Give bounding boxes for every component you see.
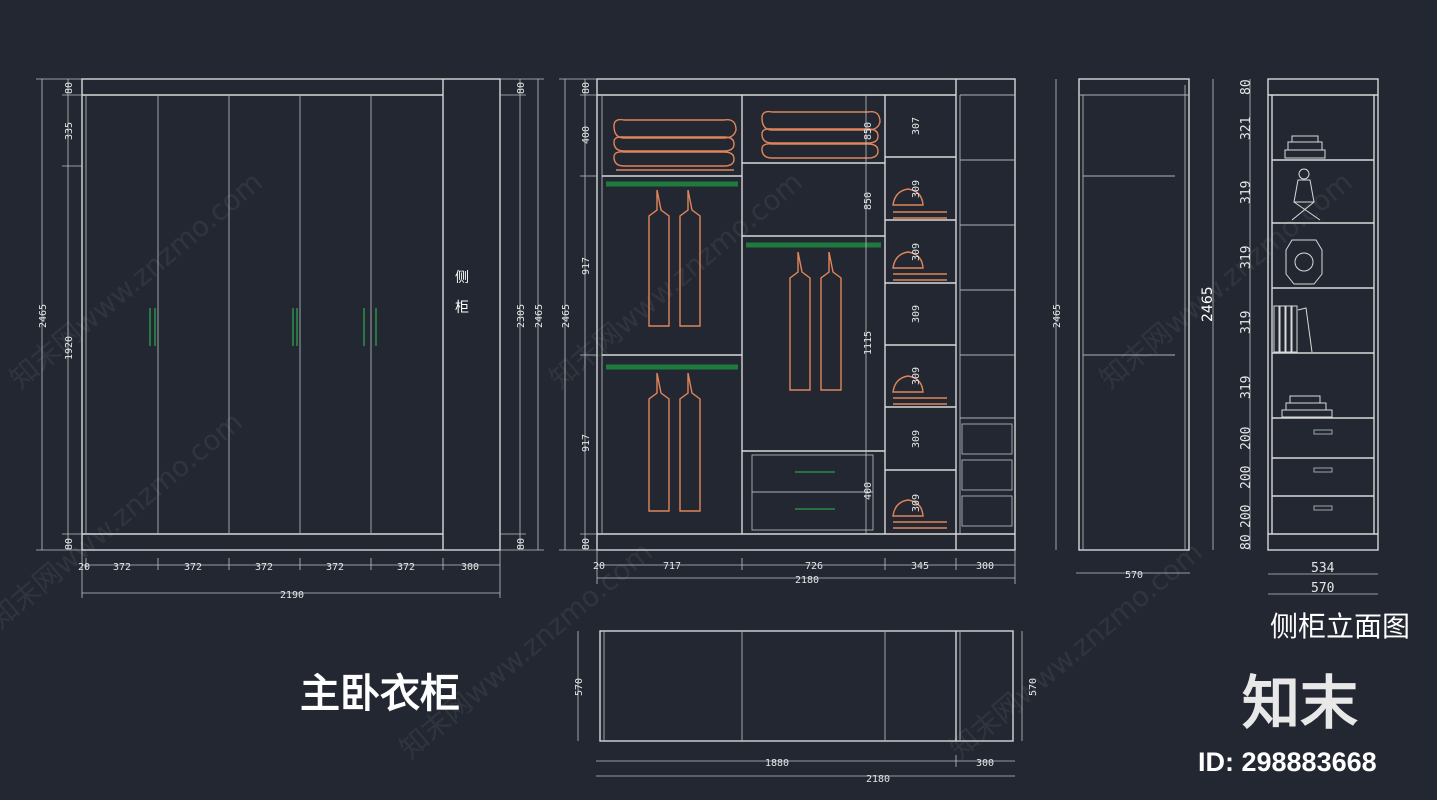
- books-icon: [1281, 395, 1333, 418]
- dim-label: 1115: [863, 331, 874, 355]
- dim-label: 20: [78, 562, 90, 573]
- dim-label: 80: [1239, 534, 1254, 550]
- dim-label: 200: [1239, 466, 1254, 489]
- brand-logo: 知末: [1242, 669, 1358, 737]
- watermark-text: 知末网www.znzmo.com: [0, 405, 249, 635]
- dim-label: 400: [581, 126, 592, 144]
- dim-label: 717: [663, 561, 681, 572]
- dim-label: 2465: [1052, 304, 1063, 328]
- main-title: 主卧衣柜: [300, 671, 460, 717]
- dim-label: 80: [516, 82, 527, 94]
- dim-label: 372: [184, 562, 202, 573]
- dim-label: 850: [863, 192, 874, 210]
- dim-label: 300: [976, 561, 994, 572]
- dim-label: 319: [1239, 311, 1254, 334]
- watermark-text: 知末网www.znzmo.com: [393, 535, 658, 765]
- dim-label: 570: [1028, 678, 1039, 696]
- image-id: ID: 298883668: [1198, 747, 1377, 777]
- dim-label: 1880: [765, 758, 789, 769]
- dim-label: 309: [911, 180, 922, 198]
- dim-label: 319: [1239, 246, 1254, 269]
- dim-label: 309: [911, 430, 922, 448]
- dim-label: 372: [397, 562, 415, 573]
- books-icon: [1273, 305, 1313, 353]
- door-elevation: 侧 柜 2465 80 335 1920 80 80 2305 2465 80: [36, 78, 545, 601]
- dim-label: 917: [581, 434, 592, 452]
- folded-clothes-icon: [613, 118, 737, 171]
- dim-label: 372: [326, 562, 344, 573]
- dim-label: 80: [64, 538, 75, 550]
- dim-label: 2180: [866, 774, 890, 785]
- folded-clothes-icon: [892, 188, 947, 529]
- dim-label: 80: [581, 538, 592, 550]
- dim-label: 80: [581, 82, 592, 94]
- dim-label: 345: [911, 561, 929, 572]
- dim-label: 726: [805, 561, 823, 572]
- plan-view: 570 570 1880 300 2180: [574, 630, 1039, 785]
- dim-label: 200: [1239, 505, 1254, 528]
- dim-label: 335: [64, 122, 75, 140]
- dim-label: 400: [863, 482, 874, 500]
- sculpture-icon: [1291, 168, 1321, 221]
- folded-clothes-icon: [761, 110, 881, 159]
- watermark-text: 知末网www.znzmo.com: [543, 165, 808, 395]
- dim-label: 2465: [38, 304, 49, 328]
- dim-label: 1920: [64, 336, 75, 360]
- dim-label: 307: [911, 117, 922, 135]
- dim-label: 321: [1239, 117, 1254, 140]
- dim-label: 570: [1311, 581, 1334, 596]
- dim-label: 20: [593, 561, 605, 572]
- dim-label: 319: [1239, 376, 1254, 399]
- side-elevation-title: 侧柜立面图: [1270, 610, 1410, 643]
- dim-label: 319: [1239, 181, 1254, 204]
- vase-icon: [1285, 239, 1323, 285]
- dim-label: 570: [1125, 570, 1143, 581]
- dim-label: 2465: [534, 304, 545, 328]
- dim-label: 850: [863, 122, 874, 140]
- dim-label: 2465: [1200, 286, 1216, 322]
- books-icon: [1284, 135, 1326, 159]
- dim-label: 309: [911, 243, 922, 261]
- interior-elevation: 307 309 309 309 309 309 309 850 850 1115…: [559, 78, 1016, 586]
- dim-label: 300: [976, 758, 994, 769]
- dim-label: 534: [1311, 561, 1335, 576]
- dim-label: 2190: [280, 590, 304, 601]
- dim-label: 2305: [516, 304, 527, 328]
- side-shelf-elevation: 2465 80 321 319 319 319 319 200 200 200 …: [1200, 78, 1379, 596]
- dim-label: 2180: [795, 575, 819, 586]
- dim-label: 309: [911, 305, 922, 323]
- dim-label: 372: [255, 562, 273, 573]
- dim-label: 372: [113, 562, 131, 573]
- dim-label: 309: [911, 367, 922, 385]
- dim-label: 80: [64, 82, 75, 94]
- side-cabinet-label: 侧: [455, 270, 469, 286]
- side-section: 2465 570: [1052, 78, 1190, 581]
- watermark-text: 知末网www.znzmo.com: [1093, 165, 1358, 395]
- dim-label: 80: [1239, 79, 1254, 95]
- hanging-garment-icon: [648, 189, 842, 512]
- dim-label: 309: [911, 494, 922, 512]
- dim-label: 80: [516, 538, 527, 550]
- dim-label: 2465: [561, 304, 572, 328]
- dim-label: 300: [461, 562, 479, 573]
- side-cabinet-label: 柜: [455, 300, 469, 316]
- dim-label: 570: [574, 678, 585, 696]
- dim-label: 917: [581, 257, 592, 275]
- dim-label: 200: [1239, 427, 1254, 450]
